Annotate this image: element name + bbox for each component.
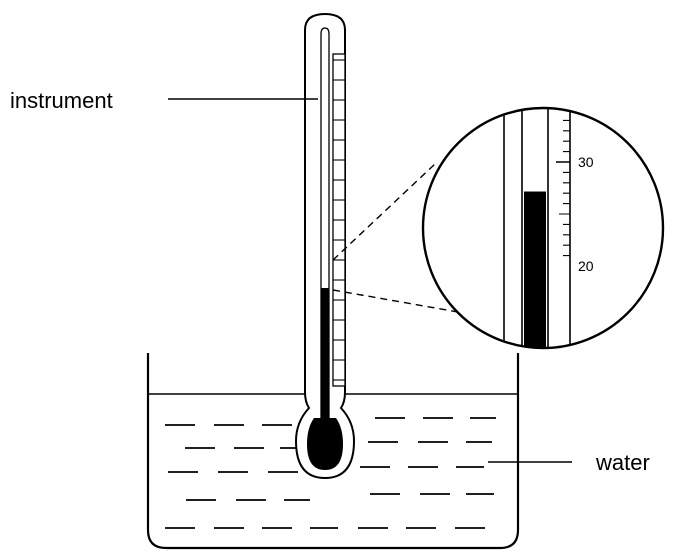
scale-mark-20: 20 bbox=[578, 258, 594, 274]
scale-mark-30: 30 bbox=[578, 154, 594, 170]
thermometer-scale-ticks bbox=[333, 59, 345, 381]
water-body bbox=[165, 417, 496, 529]
thermometer bbox=[294, 12, 356, 480]
magnified-scale-ticks bbox=[556, 109, 570, 257]
liquid-column bbox=[321, 288, 329, 423]
magnified-view: 30 20 bbox=[421, 106, 665, 350]
thermometer-bulb bbox=[307, 418, 343, 470]
water-label: water bbox=[595, 450, 650, 475]
magnified-liquid-column bbox=[524, 191, 546, 348]
label-leaders bbox=[168, 98, 572, 463]
instrument-label: instrument bbox=[10, 88, 113, 113]
